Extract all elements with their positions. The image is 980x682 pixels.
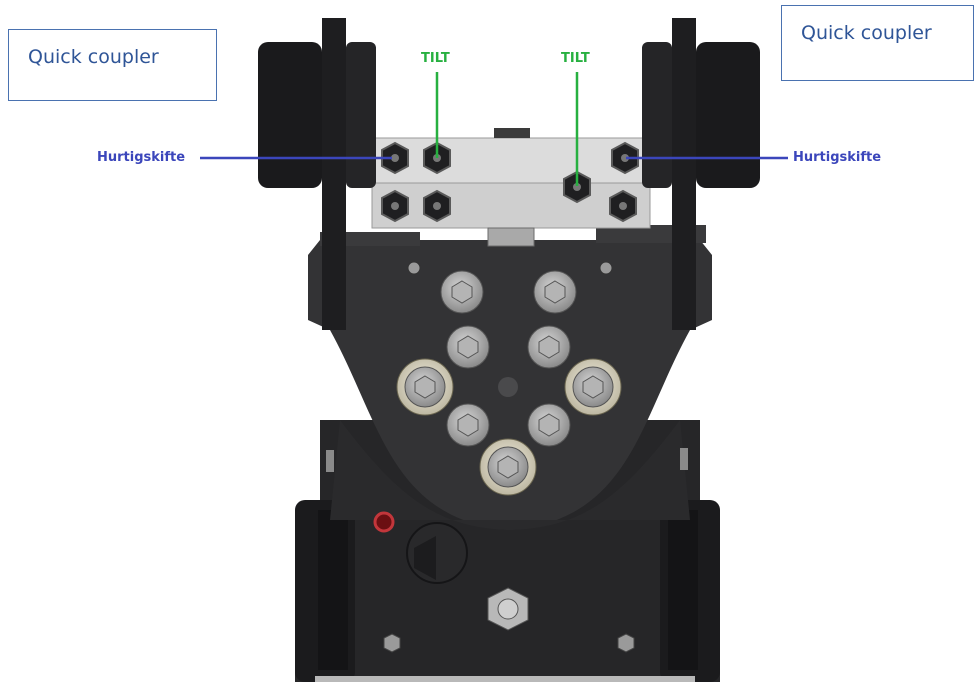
hydraulic-manifold (371, 128, 651, 247)
lower-details (326, 448, 688, 653)
hurtigskifte-label-left: Hurtigskifte (97, 150, 186, 165)
quick-coupler-box-left: Quick coupler (8, 29, 217, 101)
port-centers (391, 154, 629, 210)
side-arms (322, 18, 696, 330)
coupler-drums (258, 42, 760, 188)
hurtigskifte-label-right: Hurtigskifte (793, 150, 882, 165)
hydraulic-ports (381, 141, 639, 223)
callout-lines (200, 72, 788, 186)
quick-coupler-box-right: Quick coupler (781, 5, 974, 81)
quick-coupler-label-left: Quick coupler (28, 46, 159, 68)
bolt-pattern (396, 270, 622, 496)
quick-coupler-label-right: Quick coupler (801, 22, 932, 44)
lower-chassis (295, 420, 720, 682)
tilt-label-right: TILT (561, 51, 590, 66)
small-screws (407, 261, 613, 275)
tilt-label-left: TILT (421, 51, 450, 66)
